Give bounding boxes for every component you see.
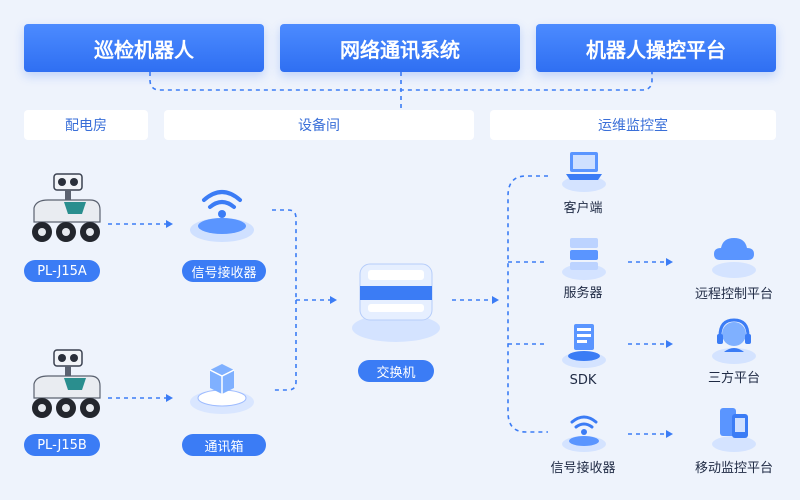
- header-network-button[interactable]: 网络通讯系统: [280, 24, 520, 72]
- server-icon: [562, 238, 606, 280]
- comm-box-icon: [190, 364, 254, 414]
- header-platform-button[interactable]: 机器人操控平台: [536, 24, 776, 72]
- platform-mobile-label: 移动监控平台: [694, 461, 774, 476]
- switch-label: 交换机: [358, 360, 434, 382]
- platform-third-label: 三方平台: [707, 371, 761, 386]
- wifi-icon: [190, 190, 254, 242]
- wifi-icon: [562, 415, 606, 452]
- ops-sdk-label: SDK: [569, 373, 597, 388]
- zone-equipment-room: 设备间: [164, 110, 474, 140]
- header-robot-button[interactable]: 巡检机器人: [24, 24, 264, 72]
- laptop-icon: [562, 152, 606, 192]
- mobile-monitor-icon: [712, 408, 756, 452]
- robot-a-label: PL-J15A: [24, 260, 100, 282]
- ops-server-label: 服务器: [563, 286, 603, 301]
- zone-ops-room: 运维监控室: [490, 110, 776, 140]
- zone-power-room: 配电房: [24, 110, 148, 140]
- headset-icon: [712, 318, 756, 364]
- platform-remote-label: 远程控制平台: [694, 287, 774, 302]
- ops-receiver-label: 信号接收器: [550, 461, 616, 476]
- switch-icon: [352, 263, 440, 342]
- equipment-bracket: [272, 209, 297, 391]
- ops-bracket: [507, 175, 548, 433]
- sdk-icon: [562, 324, 606, 368]
- robot-b-icon: [32, 349, 101, 418]
- cloud-icon: [712, 238, 756, 278]
- robot-b-label: PL-J15B: [24, 434, 100, 456]
- ops-client-label: 客户端: [563, 201, 603, 216]
- comm-box-label: 通讯箱: [182, 434, 266, 456]
- robot-a-icon: [32, 173, 101, 242]
- signal-receiver-label: 信号接收器: [182, 260, 266, 282]
